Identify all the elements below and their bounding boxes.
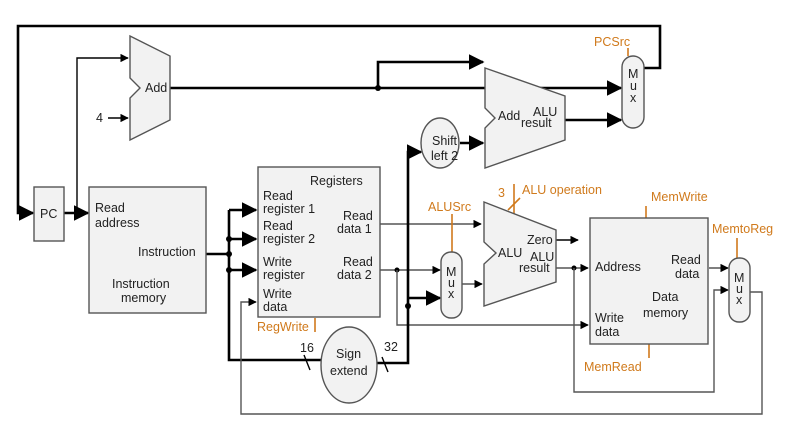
input-bits-16: 16 [300, 341, 314, 355]
instruction-bus [206, 210, 231, 256]
write-data-line1: Write [263, 287, 292, 301]
address-label: Address [595, 260, 641, 274]
pcsrc-label: PCSrc [594, 35, 630, 49]
memwrite-label: MemWrite [651, 190, 708, 204]
alusrc-mux-m: M [446, 265, 456, 279]
alu-label: ALU [498, 246, 522, 260]
alusrc-mux-u: u [448, 276, 455, 290]
write-reg-line1: Write [263, 255, 292, 269]
sign-extend-line1: Sign [336, 347, 361, 361]
regwrite-label: RegWrite [257, 320, 309, 334]
alu-alu-label: ALU [530, 250, 554, 264]
shift-left-line2: left 2 [431, 149, 458, 163]
sign-ext-out-wire [376, 144, 423, 365]
branch-adder [484, 67, 566, 169]
data-memory-name-2: memory [643, 306, 689, 320]
constant-four: 4 [96, 111, 103, 125]
instr-read-address-2: address [95, 216, 139, 230]
writeback-wire [240, 291, 763, 415]
pc-feedback-wire [16, 24, 662, 221]
sign-extend-line2: extend [330, 364, 368, 378]
sign-extend-unit [320, 326, 378, 404]
data-memory [589, 217, 709, 345]
branch-alu-label: ALU [533, 105, 557, 119]
alu-zero-label: Zero [527, 233, 553, 247]
instruction-memory [88, 186, 207, 314]
pcplus4-to-branch-wire [376, 54, 485, 88]
read-reg1-line1: Read [263, 189, 293, 203]
alusrc-label: ALUSrc [428, 200, 471, 214]
register-file [257, 166, 381, 318]
instr-read-address-1: Read [95, 201, 125, 215]
memtoreg-mux-u: u [736, 282, 743, 296]
write-reg-line2: register [263, 268, 305, 282]
mem-read-data-line1: Read [671, 253, 701, 267]
read-reg2-line2: register 2 [263, 232, 315, 246]
alu-operation-label: ALU operation [522, 183, 602, 197]
write-data-line2: data [263, 300, 287, 314]
output-bits-32: 32 [384, 340, 398, 354]
memtoreg-label: MemtoReg [712, 222, 773, 236]
pcsrc-mux-m: M [628, 67, 638, 81]
data-memory-name-1: Data [652, 290, 678, 304]
read-data1-line2: data 1 [337, 222, 372, 236]
read-data2-line2: data 2 [337, 268, 372, 282]
mem-read-data-line2: data [675, 267, 699, 281]
alu-result-label: result [519, 261, 550, 275]
memread-label: MemRead [584, 360, 642, 374]
read-reg1-line2: register 1 [263, 202, 315, 216]
pcsrc-mux-u: u [630, 79, 637, 93]
pc-label: PC [40, 207, 57, 221]
mem-write-data-line1: Write [595, 311, 624, 325]
branch-result-label: result [521, 116, 552, 130]
pc-adder [129, 34, 171, 142]
shift-left-unit [420, 117, 460, 169]
adder-label: Add [145, 81, 167, 95]
read-data1-line1: Read [343, 209, 373, 223]
shift-left-line1: Shift [432, 134, 458, 148]
alusrc-mux [440, 251, 463, 319]
instr-mem-name-2: memory [121, 291, 167, 305]
instr-mem-name-1: Instruction [112, 277, 170, 291]
pcsrc-mux-x: x [630, 91, 637, 105]
memtoreg-mux [728, 257, 751, 323]
alu-unit [483, 200, 557, 307]
read-data2-line1: Read [343, 255, 373, 269]
alusrc-mux-x: x [448, 287, 455, 301]
memtoreg-mux-m: M [734, 271, 744, 285]
branch-add-label: Add [498, 109, 520, 123]
pc-register [33, 186, 65, 242]
registers-title: Registers [310, 174, 363, 188]
pc-src-mux [621, 55, 645, 129]
memtoreg-mux-x: x [736, 293, 743, 307]
alu-op-width: 3 [498, 186, 505, 200]
instr-instruction-label: Instruction [138, 245, 196, 259]
read-reg2-line1: Read [263, 219, 293, 233]
mem-write-data-line2: data [595, 325, 619, 339]
